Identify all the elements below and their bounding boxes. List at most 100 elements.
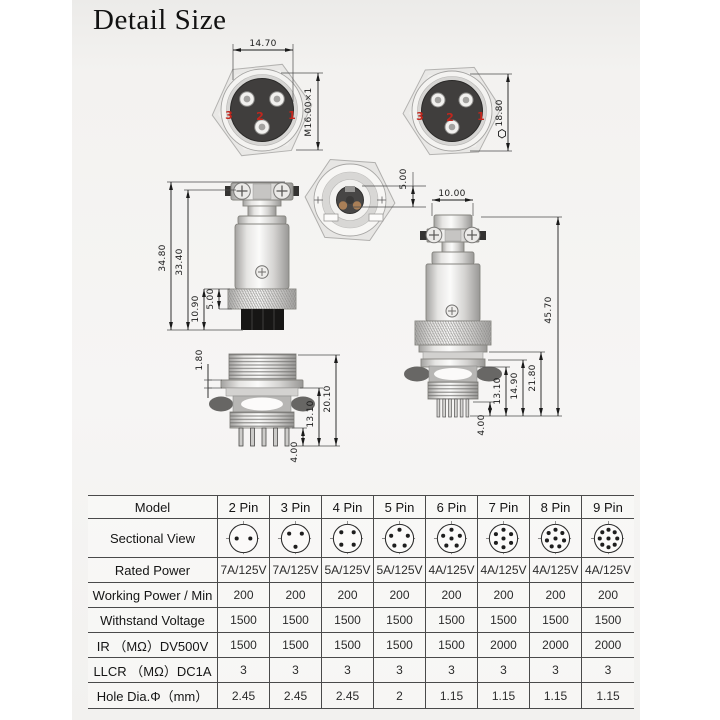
pin-number: 3 [225,109,233,122]
sectional-view-diagram [218,519,270,558]
front-view-right: 3 2 1 18.80 [402,66,512,156]
spec-cell: 1500 [478,608,530,633]
solder-pins [238,427,290,447]
dim-label-total: 45.70 [544,296,554,323]
spec-cell: 200 [374,583,426,608]
spec-cell: 2.45 [270,683,322,709]
coupling-top-view: 5.00 [304,159,426,241]
spec-cell: 1.15 [582,683,634,709]
spec-cell: 5A/125V [322,558,374,583]
spec-cell: 1.15 [478,683,530,709]
body-screw-mark [255,265,269,279]
spec-cell: 4A/125V [582,558,634,583]
assembled-side-view: 10.00 45.70 21.80 14.90 13.10 4.00 [404,189,562,436]
spec-cell: 200 [582,583,634,608]
spec-cell: 200 [218,583,270,608]
table-header-model: Model [88,496,218,519]
spec-cell: 3 [426,658,478,683]
spec-cell: 1.15 [426,683,478,709]
photo-background [72,0,640,720]
spec-cell: 1500 [530,608,582,633]
spec-table: Model 2 Pin 3 Pin 4 Pin 5 Pin 6 Pin 7 Pi… [88,495,634,709]
pin-number: 2 [446,111,454,124]
table-header-pin: 9 Pin [582,496,634,519]
table-header-pin: 3 Pin [270,496,322,519]
sectional-view-diagram [582,519,634,558]
pin-number: 1 [288,109,296,122]
spec-cell: 4A/125V [426,558,478,583]
spec-cell: 200 [426,583,478,608]
spec-cell: 2.45 [218,683,270,709]
spec-cell: 5A/125V [374,558,426,583]
spec-cell: 1500 [426,633,478,658]
socket-side-view: 1.80 20.10 13.10 4.00 [195,349,340,463]
sectional-view-diagram [270,519,322,558]
spec-cell: 4A/125V [478,558,530,583]
dim-label-body: 33.40 [175,248,185,275]
spec-cell: 3 [270,658,322,683]
technical-drawings: 3 2 1 14.70 M16.00×1 3 2 1 [158,39,562,463]
dim-label-total: 34.80 [158,244,168,271]
pin-holes [239,91,285,135]
row-label-hole-dia: Hole Dia.Φ（mm） [88,683,218,709]
spec-cell: 1500 [374,608,426,633]
dim-label-knurl: 5.00 [206,288,216,309]
spec-cell: 3 [478,658,530,683]
row-label-rated-power: Rated Power [88,558,218,583]
body-screw-mark [445,304,459,318]
solder-pins [436,398,470,418]
pin-number: 3 [416,110,424,123]
dim-label-pins: 4.00 [477,414,487,435]
plug-side-view: 34.80 33.40 10.90 5.00 [158,181,299,331]
row-label-withstand-voltage: Withstand Voltage [88,608,218,633]
dim-label-inner: 13.10 [493,377,503,404]
spec-cell: 200 [322,583,374,608]
dim-label-mount: 21.80 [528,364,538,391]
spec-cell: 4A/125V [530,558,582,583]
row-label-sectional-view: Sectional View [88,519,218,558]
clamp-screw-right [463,226,481,244]
table-header-pin: 6 Pin [426,496,478,519]
front-view-left: 3 2 1 14.70 M16.00×1 [211,39,323,157]
spec-cell: 200 [530,583,582,608]
spec-cell: 3 [218,658,270,683]
spec-cell: 3 [582,658,634,683]
sectional-view-diagram [322,519,374,558]
spec-cell: 1500 [322,633,374,658]
clamp-screw-left [425,226,443,244]
spec-cell: 200 [270,583,322,608]
sectional-view-diagram [374,519,426,558]
pin-number: 2 [256,110,264,123]
row-label-ir: IR （MΩ）DV500V [88,633,218,658]
dim-label-lower: 10.90 [191,295,201,322]
spec-cell: 7A/125V [270,558,322,583]
spec-cell: 2000 [582,633,634,658]
pin-holes [430,92,474,135]
table-header-pin: 4 Pin [322,496,374,519]
sectional-view-diagram [478,519,530,558]
sectional-view-diagram [426,519,478,558]
dim-label-body: 13.10 [306,400,316,427]
dim-label-flange: 1.80 [195,349,205,370]
spec-cell: 2000 [478,633,530,658]
dim-label-total: 20.10 [323,385,333,412]
dim-label-thread: M16.00×1 [304,87,314,136]
clamp-screw-left [233,182,251,200]
spec-cell: 1500 [218,633,270,658]
spec-cell: 1.15 [530,683,582,709]
spec-cell: 3 [374,658,426,683]
table-header-pin: 2 Pin [218,496,270,519]
dim-label-thread: 14.90 [510,372,520,399]
page-title: Detail Size [93,4,227,36]
spec-cell: 1500 [270,608,322,633]
spec-cell: 2.45 [322,683,374,709]
dim-label-pins: 4.00 [290,441,300,462]
spec-cell: 1500 [582,608,634,633]
row-label-llcr: LLCR （MΩ）DC1A [88,658,218,683]
dim-label-across: 18.80 [495,99,505,126]
spec-cell: 1500 [218,608,270,633]
sectional-view-diagram [530,519,582,558]
table-header-pin: 5 Pin [374,496,426,519]
table-header-pin: 8 Pin [530,496,582,519]
